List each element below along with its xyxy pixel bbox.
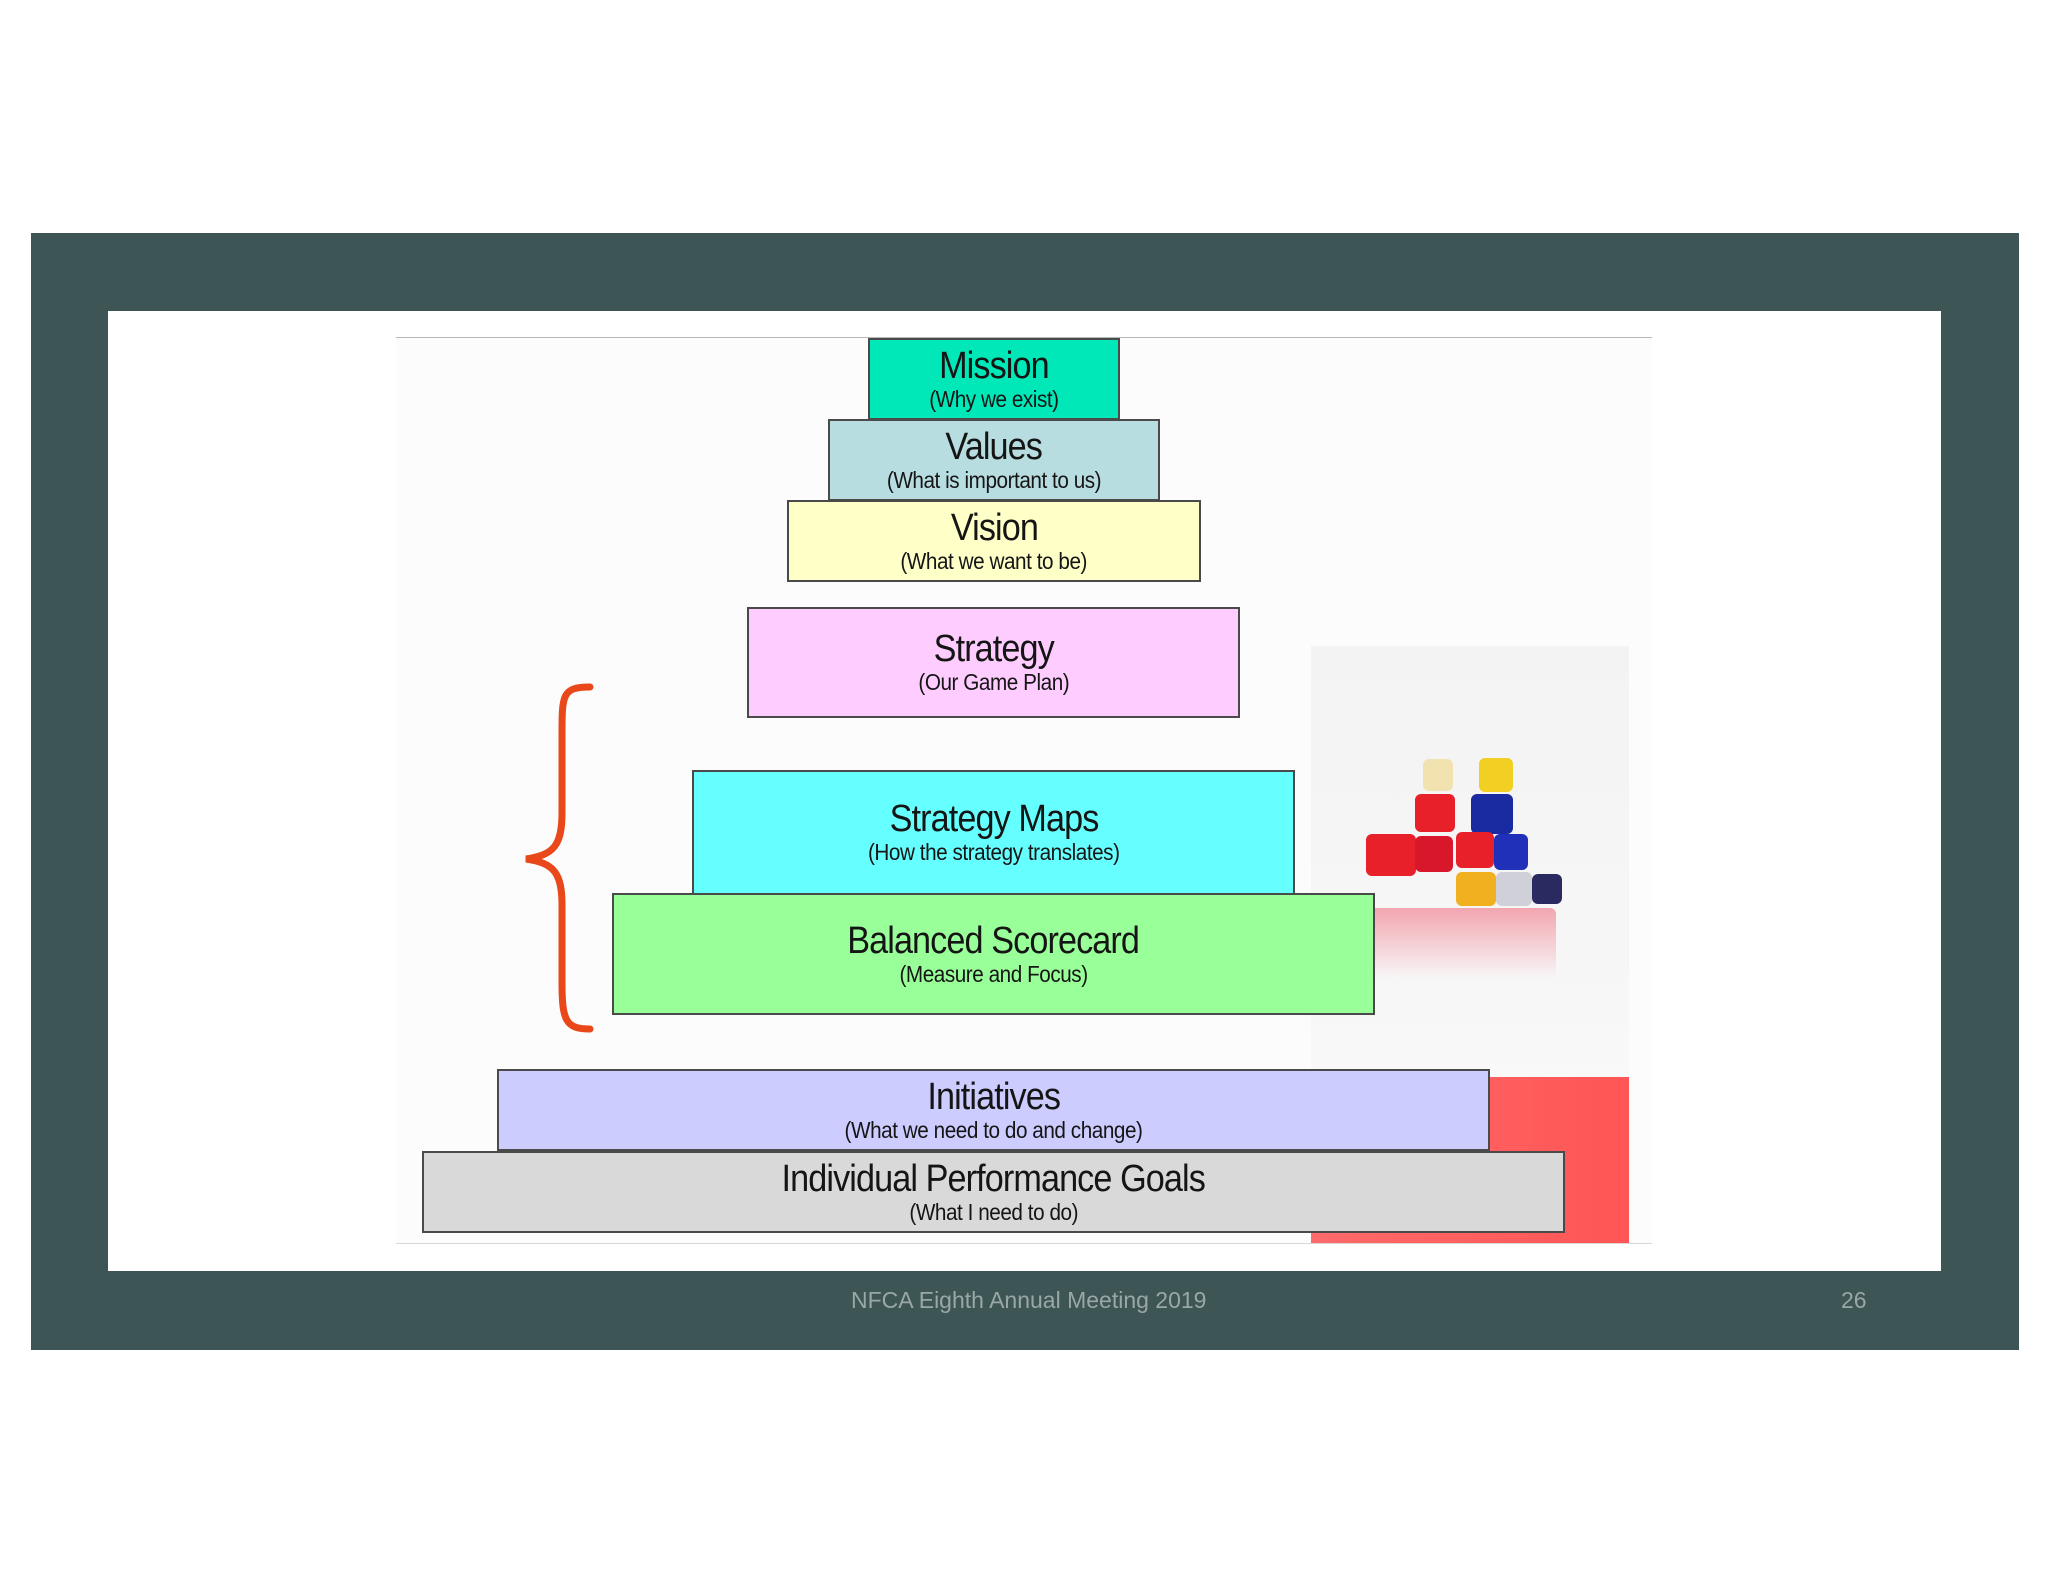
- level-subtitle: (What I need to do): [909, 1198, 1078, 1225]
- curly-brace-icon: [525, 683, 594, 1033]
- strategy-pyramid-figure: Mission (Why we exist) Values (What is i…: [396, 337, 1652, 1244]
- level-subtitle: (How the strategy translates): [867, 839, 1120, 866]
- pyramid-level-strategy-maps: Strategy Maps (How the strategy translat…: [692, 770, 1295, 895]
- die: [1415, 836, 1453, 872]
- die: [1479, 758, 1513, 792]
- die: [1415, 794, 1455, 832]
- footer-text: NFCA Eighth Annual Meeting 2019: [851, 1287, 1207, 1313]
- level-subtitle: (Measure and Focus): [899, 960, 1088, 987]
- die: [1494, 834, 1528, 870]
- die-reflection: [1366, 908, 1556, 978]
- slide-frame: Mission (Why we exist) Values (What is i…: [31, 233, 2019, 1350]
- slide-content: Mission (Why we exist) Values (What is i…: [108, 311, 1941, 1271]
- die: [1496, 872, 1532, 906]
- pyramid-level-initiatives: Initiatives (What we need to do and chan…: [497, 1069, 1490, 1151]
- pyramid-level-vision: Vision (What we want to be): [787, 500, 1201, 582]
- level-subtitle: (Our Game Plan): [918, 669, 1069, 696]
- level-title: Values: [945, 425, 1044, 468]
- level-title: Initiatives: [927, 1075, 1061, 1118]
- level-title: Mission: [939, 344, 1050, 387]
- die: [1532, 874, 1562, 904]
- page-number: 26: [1841, 1287, 1867, 1313]
- pyramid-level-values: Values (What is important to us): [828, 419, 1160, 501]
- die: [1456, 872, 1496, 906]
- level-title: Strategy: [933, 628, 1054, 671]
- die: [1423, 759, 1453, 791]
- pyramid-level-individual-goals: Individual Performance Goals (What I nee…: [422, 1151, 1565, 1233]
- level-title: Vision: [950, 506, 1038, 549]
- level-subtitle: (What we want to be): [900, 547, 1088, 574]
- die: [1471, 794, 1513, 834]
- level-title: Strategy Maps: [889, 798, 1099, 841]
- die: [1366, 834, 1416, 876]
- level-title: Individual Performance Goals: [781, 1157, 1206, 1200]
- pyramid-level-mission: Mission (Why we exist): [868, 338, 1120, 420]
- level-subtitle: (What we need to do and change): [844, 1116, 1143, 1143]
- level-title: Balanced Scorecard: [847, 919, 1141, 962]
- die: [1456, 832, 1494, 868]
- brace-path: [525, 683, 594, 1033]
- level-subtitle: (Why we exist): [929, 385, 1059, 412]
- pyramid-level-balanced-scorecard: Balanced Scorecard (Measure and Focus): [612, 893, 1375, 1015]
- pyramid-level-strategy: Strategy (Our Game Plan): [747, 607, 1240, 718]
- level-subtitle: (What is important to us): [886, 466, 1102, 493]
